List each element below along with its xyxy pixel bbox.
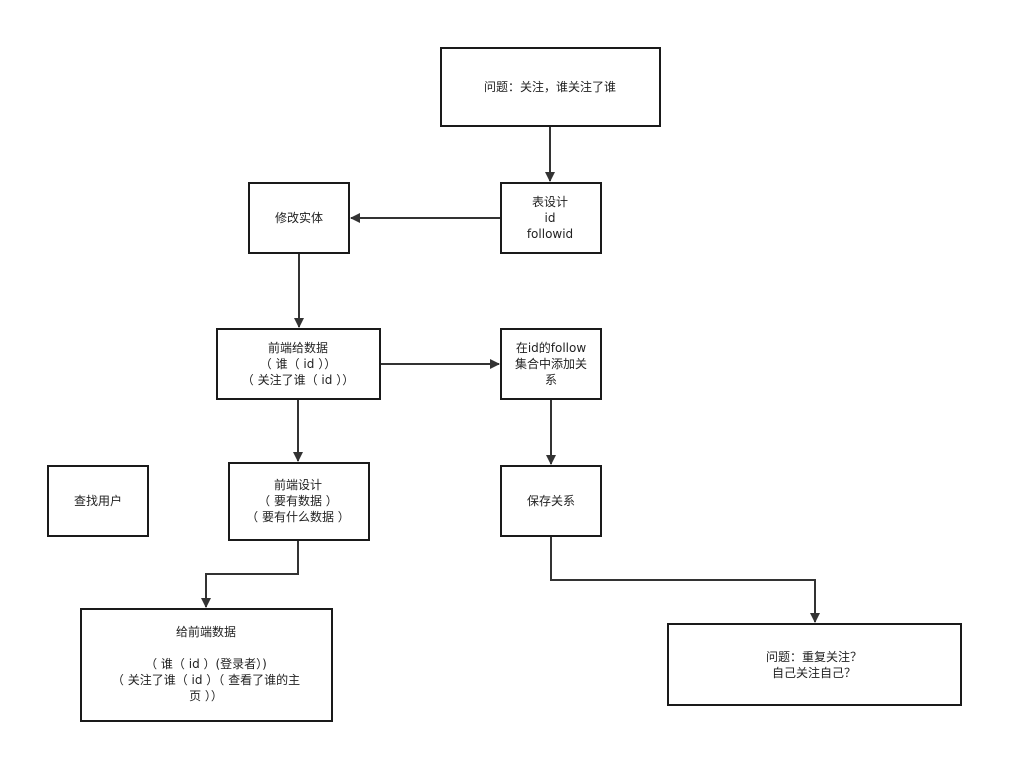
node-find-user: 查找用户 bbox=[47, 465, 149, 537]
node-label-line: （ 关注了谁（ id ）（ 查看了谁的主 bbox=[112, 672, 300, 687]
node-label-line: 前端设计 bbox=[274, 477, 322, 492]
node-label-line: 修改实体 bbox=[275, 210, 323, 225]
node-label-line: 自己关注自己？ bbox=[772, 665, 856, 680]
node-label: 保存关系 bbox=[527, 494, 575, 508]
connectors bbox=[201, 126, 820, 623]
node-give-frontend: 给前端数据 （ 谁（ id ）(登录者）)（ 关注了谁（ id ）（ 查看了谁的主… bbox=[80, 608, 333, 722]
node-label: 前端设计（ 要有数据 ）（ 要有什么数据 ） bbox=[246, 477, 350, 524]
node-save-relation: 保存关系 bbox=[500, 465, 602, 537]
arrow-frontend_design-to-give_frontend bbox=[201, 540, 299, 608]
node-label: 给前端数据 （ 谁（ id ）(登录者）)（ 关注了谁（ id ）（ 查看了谁的主… bbox=[112, 624, 300, 703]
node-label-line: 问题：关注，谁关注了谁 bbox=[484, 79, 616, 94]
node-label-line: 问题：重复关注？ bbox=[766, 649, 862, 664]
node-label-line: （ 要有什么数据 ） bbox=[246, 509, 350, 524]
node-label: 查找用户 bbox=[74, 493, 122, 508]
arrow-save_relation-to-repeat_follow bbox=[550, 536, 820, 623]
node-modify-entity: 修改实体 bbox=[248, 182, 350, 254]
node-label-line: 给前端数据 bbox=[176, 624, 236, 639]
node-label-line: （ 要有数据 ） bbox=[258, 493, 338, 508]
node-label: 修改实体 bbox=[275, 210, 323, 225]
node-frontend-design: 前端设计（ 要有数据 ）（ 要有什么数据 ） bbox=[228, 462, 370, 541]
node-problem: 问题：关注，谁关注了谁 bbox=[440, 47, 661, 127]
node-label-line: 系 bbox=[545, 373, 557, 387]
node-label-line: （ 关注了谁（ id ）） bbox=[242, 372, 354, 387]
node-label-line: 前端给数据 bbox=[268, 340, 328, 355]
node-label-line: （ 谁（ id ）） bbox=[260, 357, 336, 371]
node-label-line: （ 谁（ id ）(登录者）) bbox=[145, 656, 267, 671]
node-label-line: 表设计 bbox=[532, 195, 568, 209]
node-table-design: 表设计 id followid bbox=[500, 182, 602, 254]
node-label-line: followid bbox=[527, 227, 573, 241]
node-repeat-follow: 问题：重复关注？自己关注自己？ bbox=[667, 623, 962, 706]
node-label-line: id bbox=[545, 211, 556, 225]
node-label-line: 在id的follow bbox=[516, 340, 587, 355]
node-label-line: 保存关系 bbox=[527, 494, 575, 508]
node-frontend-data: 前端给数据 （ 谁（ id ））（ 关注了谁（ id ）） bbox=[216, 328, 381, 400]
node-label: 表设计 id followid bbox=[527, 195, 573, 241]
node-label-line: 集合中添加关 bbox=[515, 356, 587, 371]
node-label: 前端给数据 （ 谁（ id ））（ 关注了谁（ id ）） bbox=[242, 340, 354, 387]
node-label-line: 页 ）） bbox=[189, 689, 223, 703]
node-label: 问题：关注，谁关注了谁 bbox=[484, 79, 616, 94]
node-label-line: 查找用户 bbox=[74, 493, 122, 508]
node-label: 问题：重复关注？自己关注自己？ bbox=[766, 649, 862, 680]
